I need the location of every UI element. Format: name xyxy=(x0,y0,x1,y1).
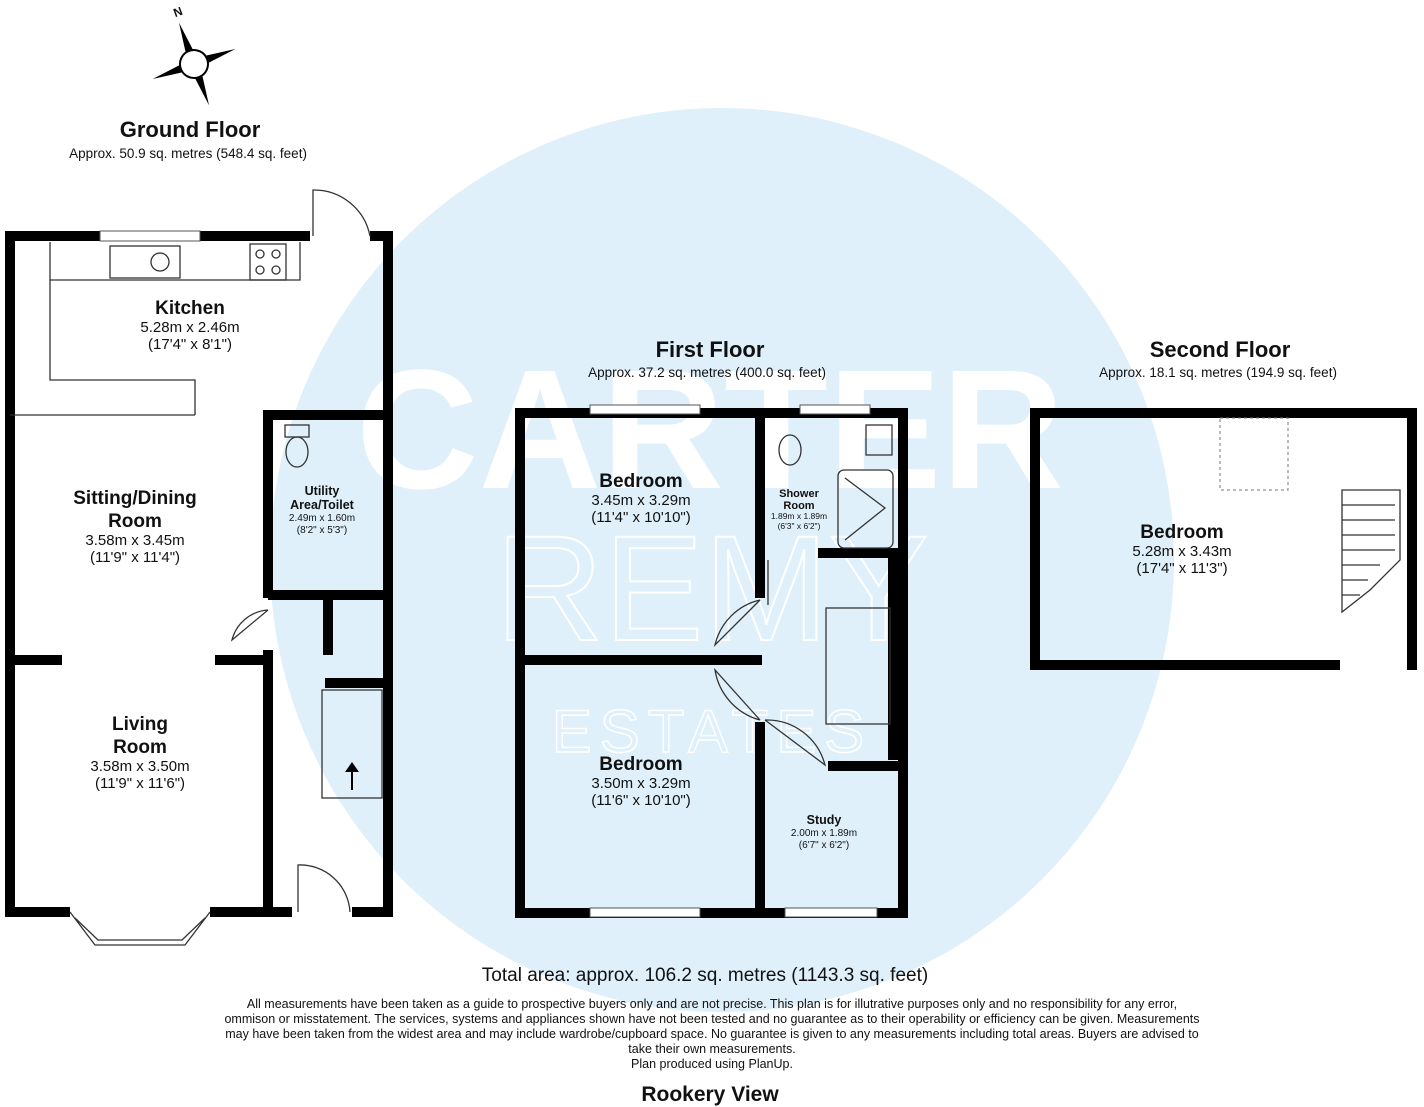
bedroom-1-label: Bedroom xyxy=(599,471,682,492)
disclaimer-line-2: ommison or misstatement. The services, s… xyxy=(224,1012,1199,1026)
utility-label-2: Area/Toilet xyxy=(290,498,355,512)
ground-floor-title: Ground Floor xyxy=(120,117,261,142)
property-name: Rookery View xyxy=(641,1083,779,1106)
first-floor-area: Approx. 37.2 sq. metres (400.0 sq. feet) xyxy=(588,365,826,380)
utility-imperial: (8'2" x 5'3") xyxy=(297,525,347,536)
watermark-remy: REMY xyxy=(495,504,928,672)
ground-floor-walls xyxy=(5,189,393,946)
disclaimer-line-1: All measurements have been taken as a gu… xyxy=(247,997,1177,1011)
compass-north-label: N xyxy=(172,4,185,20)
attic-bedroom-metric: 5.28m x 3.43m xyxy=(1132,543,1231,560)
living-room-metric: 3.58m x 3.50m xyxy=(90,758,189,775)
study-imperial: (6'7" x 6'2") xyxy=(799,840,849,851)
study-label: Study xyxy=(807,813,842,827)
living-room-imperial: (11'9" x 11'6") xyxy=(95,775,185,792)
second-floor-walls xyxy=(1030,408,1417,670)
living-room-label-2: Room xyxy=(113,737,167,758)
disclaimer-line-4: take their own measurements. xyxy=(628,1042,795,1056)
kitchen-label: Kitchen xyxy=(155,298,225,319)
watermark-estates: ESTATES xyxy=(552,698,873,765)
sitting-dining-imperial: (11'9" x 11'4") xyxy=(90,549,180,566)
kitchen-imperial: (17'4" x 8'1") xyxy=(148,336,232,353)
shower-room-metric: 1.89m x 1.89m xyxy=(771,511,827,521)
bedroom-2-label: Bedroom xyxy=(599,754,682,775)
utility-metric: 2.49m x 1.60m xyxy=(289,513,355,524)
living-room-label-1: Living xyxy=(112,714,168,735)
total-area: Total area: approx. 106.2 sq. metres (11… xyxy=(482,965,928,986)
bedroom-2-imperial: (11'6" x 10'10") xyxy=(591,792,691,809)
stairs-up-arrow-icon xyxy=(345,762,359,790)
study-metric: 2.00m x 1.89m xyxy=(791,828,857,839)
shower-room-label-2: Room xyxy=(783,500,814,512)
kitchen-metric: 5.28m x 2.46m xyxy=(140,319,239,336)
sitting-dining-label-2: Room xyxy=(108,511,162,532)
attic-bedroom-label: Bedroom xyxy=(1140,522,1223,543)
watermark-carter: CARTER xyxy=(356,335,1064,525)
second-floor-title: Second Floor xyxy=(1150,337,1291,362)
sitting-dining-metric: 3.58m x 3.45m xyxy=(85,532,184,549)
bedroom-2-metric: 3.50m x 3.29m xyxy=(591,775,690,792)
second-floor-area: Approx. 18.1 sq. metres (194.9 sq. feet) xyxy=(1099,365,1337,380)
bedroom-1-metric: 3.45m x 3.29m xyxy=(591,492,690,509)
compass-icon xyxy=(152,22,236,106)
disclaimer-line-3: may have been taken from the widest area… xyxy=(225,1027,1199,1041)
first-floor-walls xyxy=(515,404,908,918)
bedroom-1-imperial: (11'4" x 10'10") xyxy=(591,509,691,526)
ground-floor-area: Approx. 50.9 sq. metres (548.4 sq. feet) xyxy=(69,146,307,161)
first-floor-title: First Floor xyxy=(656,337,765,362)
utility-label-1: Utility xyxy=(305,484,340,498)
watermark-circle xyxy=(270,108,1174,1012)
shower-room-label-1: Shower xyxy=(779,488,819,500)
disclaimer-line-5: Plan produced using PlanUp. xyxy=(631,1057,793,1071)
attic-bedroom-imperial: (17'4" x 11'3") xyxy=(1136,560,1227,577)
sitting-dining-label-1: Sitting/Dining xyxy=(73,488,196,509)
shower-room-imperial: (6'3" x 6'2") xyxy=(778,521,821,531)
